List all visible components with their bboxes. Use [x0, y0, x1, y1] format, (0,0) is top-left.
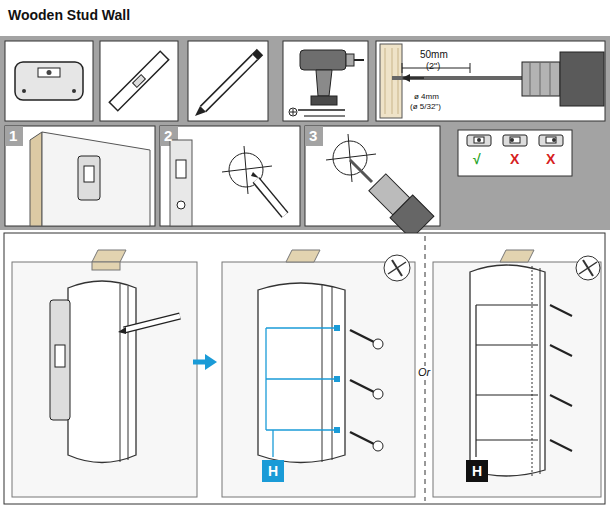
dimension-text: (ø 5/32") [410, 102, 441, 111]
step-number-text: 3 [309, 127, 317, 144]
dimension-text: ø 4mm [414, 92, 439, 101]
step-number: 1 [9, 127, 17, 145]
check-mark-text: √ [473, 151, 481, 167]
callout-box: H [466, 460, 488, 482]
dimension: ø 4mm [414, 85, 439, 103]
cross-mark: X [510, 150, 519, 168]
title-text: Wooden Stud Wall [8, 7, 130, 23]
dimension-text: 50mm [420, 49, 448, 60]
step-number-text: 2 [164, 127, 172, 144]
title: Wooden Stud Wall [8, 6, 130, 24]
cross-mark: X [546, 150, 555, 168]
callout-box: H [262, 460, 284, 482]
or-note: Or [416, 362, 432, 380]
callout-letter: H [268, 464, 278, 478]
dimension: (2") [426, 55, 440, 73]
check-mark: √ [473, 150, 481, 168]
cross-mark-text: X [510, 151, 519, 167]
step-number: 3 [309, 127, 317, 145]
dimension: (ø 5/32") [410, 95, 441, 113]
callout-letter: H [472, 464, 482, 478]
step-number: 2 [164, 127, 172, 145]
or-note-text: Or [416, 366, 432, 378]
cross-mark-text: X [546, 151, 555, 167]
dimension: 50mm [420, 44, 448, 62]
step-number-text: 1 [9, 127, 17, 144]
dimension-text: (2") [426, 61, 440, 71]
